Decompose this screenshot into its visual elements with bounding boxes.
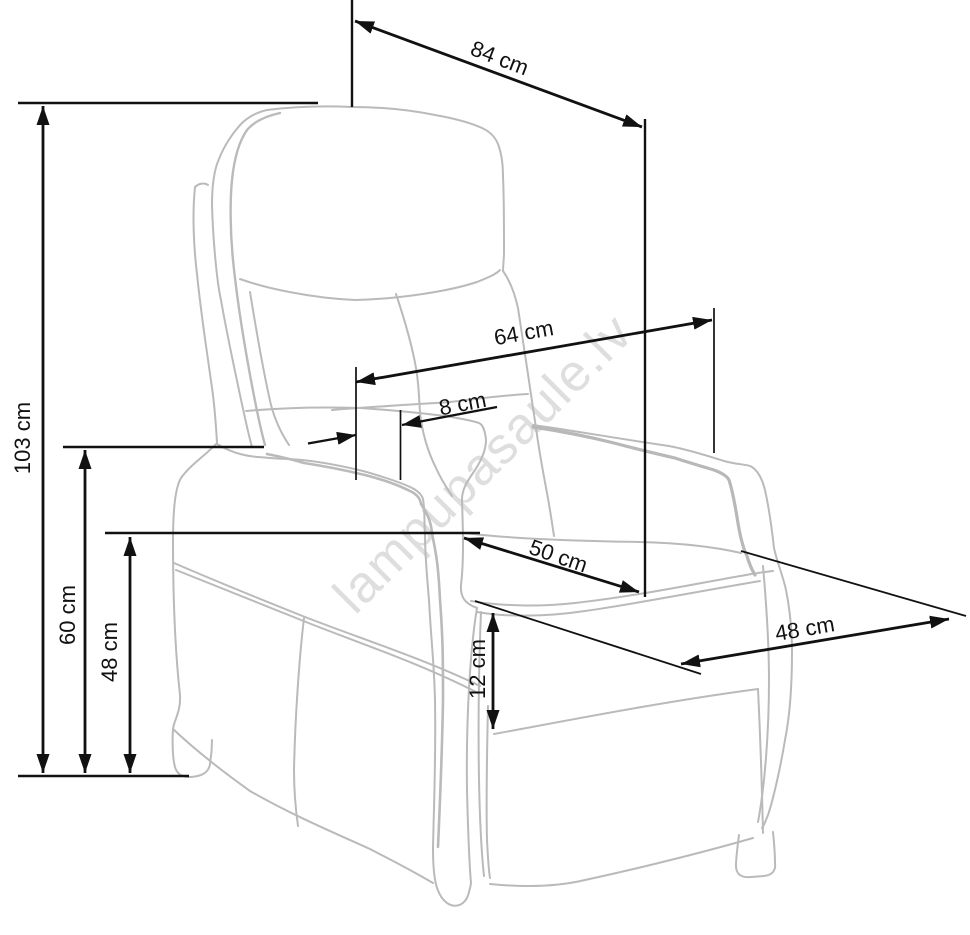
- svg-text:103 cm: 103 cm: [10, 402, 35, 474]
- svg-text:60 cm: 60 cm: [55, 585, 80, 645]
- svg-text:48 cm: 48 cm: [97, 622, 122, 682]
- svg-text:12 cm: 12 cm: [465, 639, 490, 699]
